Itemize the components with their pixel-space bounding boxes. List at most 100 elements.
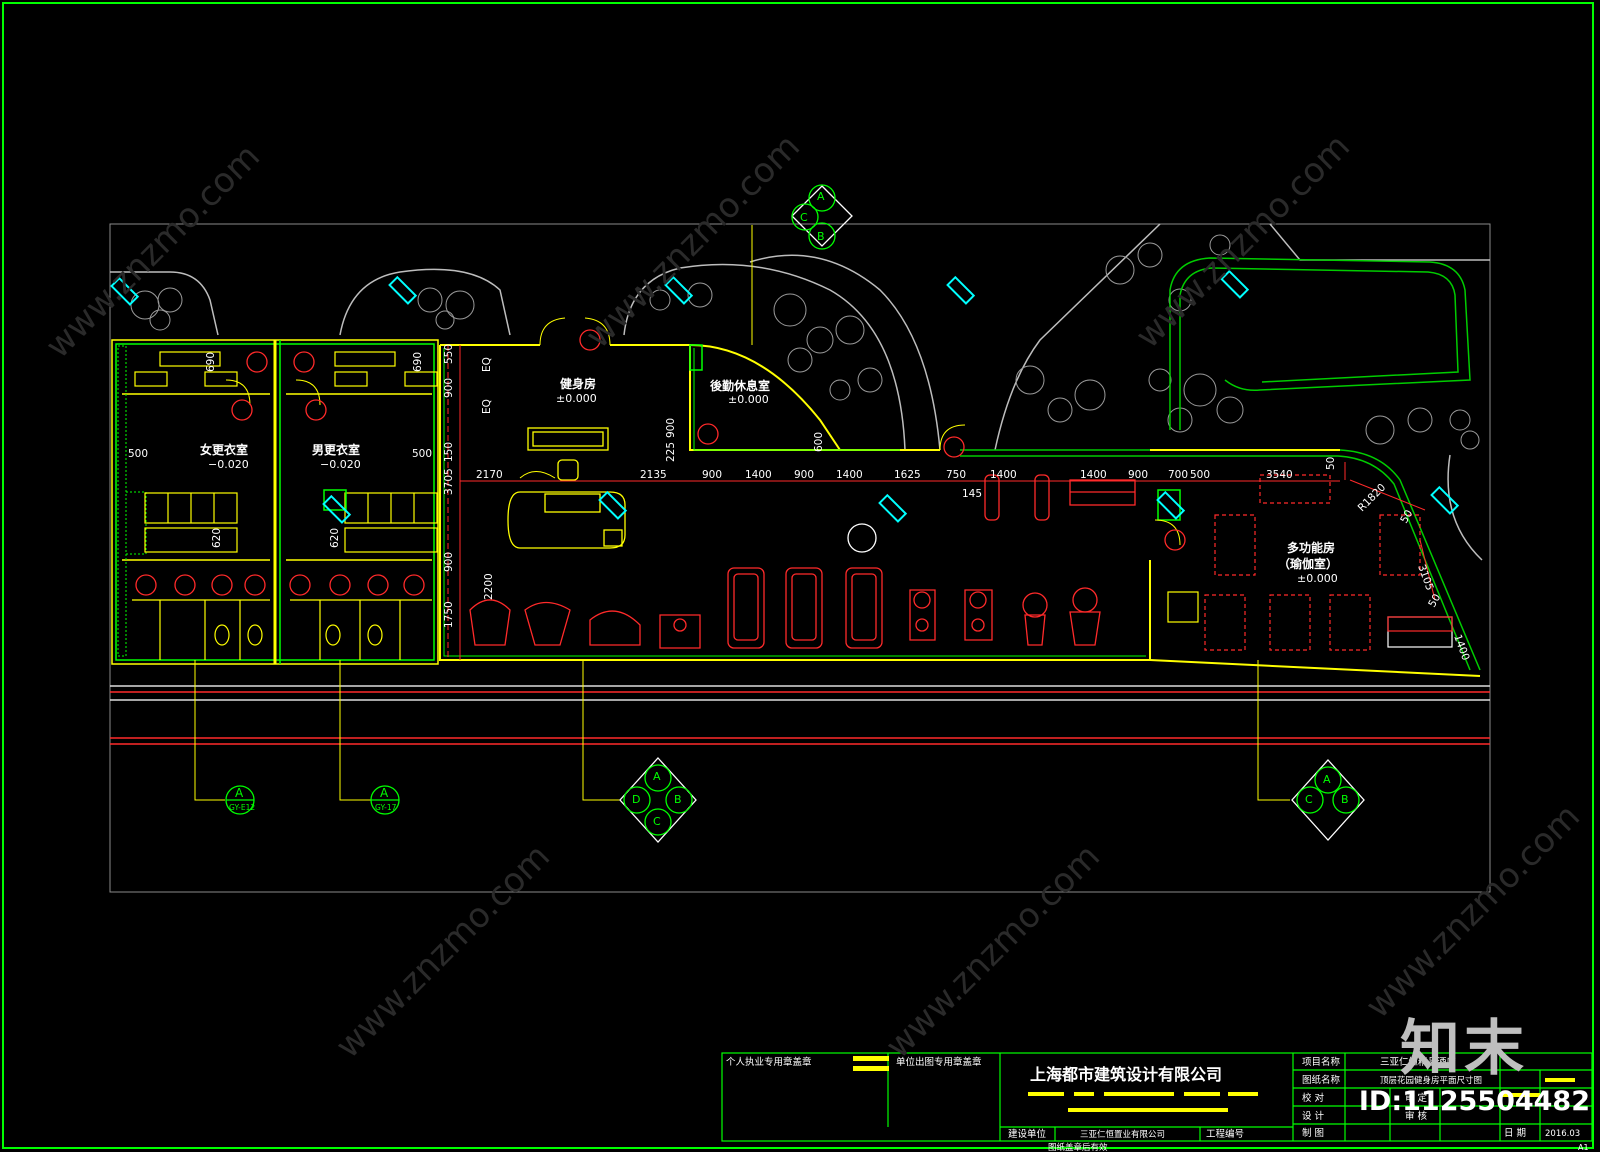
section-marker-top (791, 184, 853, 250)
dim-1400b: 1400 (836, 469, 863, 481)
dim-750: 750 (946, 469, 966, 481)
dim-145: 145 (962, 488, 982, 500)
svg-text:www.znzmo.com: www.znzmo.com (328, 836, 558, 1066)
dim-1400e: 1400 (1451, 633, 1471, 662)
mid-marker-c: C (653, 815, 661, 828)
design-label: 设 计 (1302, 1110, 1325, 1122)
svg-text:www.znzmo.com: www.znzmo.com (38, 136, 268, 366)
mid-marker-d: D (632, 793, 640, 806)
marker-ref-1: GY-E12 (229, 803, 255, 812)
company-name: 上海都市建筑设计有限公司 (1030, 1065, 1222, 1084)
mid-marker-b: B (674, 793, 682, 806)
top-marker-b: B (817, 230, 825, 243)
dim-900b: 900 (794, 469, 814, 481)
dim-1400d: 1400 (1080, 469, 1107, 481)
dim-690a: 690 (205, 352, 217, 372)
gym-walls (439, 344, 1481, 677)
light-fixtures (110, 269, 1460, 524)
equipment-tags (135, 329, 1186, 596)
right-marker-c: C (1305, 793, 1313, 806)
marker-ref-2: GY-17 (375, 803, 397, 812)
dim-900c: 900 (1128, 469, 1148, 481)
dimension-labels: 2170 2135 900 1400 900 1400 1625 750 140… (128, 344, 1472, 662)
locker-walls (111, 339, 439, 665)
watermark-id: ID:1125504482 (1358, 1086, 1590, 1117)
top-marker-c: C (800, 211, 808, 224)
dim-v-550: 550 (443, 344, 455, 364)
project-value: 三亚仁恒精品酒店 (1380, 1056, 1456, 1068)
svg-text:www.znzmo.com: www.znzmo.com (1358, 796, 1588, 1026)
dim-700: 700 (1168, 469, 1188, 481)
dim-900d: 900 (665, 418, 677, 438)
dim-620a: 620 (211, 528, 223, 548)
right-marker-a: A (1323, 773, 1331, 786)
client-label: 建设单位 (1008, 1128, 1047, 1140)
dim-r1820: R1820 (1356, 482, 1389, 515)
personal-stamp-label: 个人执业专用章盖章 (726, 1056, 812, 1068)
top-marker-a: A (817, 190, 825, 203)
dim-50a: 50 (1325, 457, 1337, 470)
section-marker-small (225, 523, 877, 815)
room-female-locker-level: −0.020 (208, 458, 249, 471)
room-multi-level: ±0.000 (1297, 572, 1338, 585)
dim-690b: 690 (412, 352, 424, 372)
room-multi-2: （瑜伽室） (1278, 556, 1338, 571)
marker-a-label-2: A (380, 786, 389, 800)
dim-600: 600 (813, 432, 825, 452)
dim-v-2200: 2200 (483, 573, 495, 600)
yoga-bench (1387, 616, 1453, 648)
room-female-locker: 女更衣室 (200, 442, 248, 457)
section-marker-mid (619, 757, 697, 843)
dim-50c: 50 (1426, 592, 1443, 610)
dim-v-900b: 900 (443, 552, 455, 572)
garden-path (960, 257, 1481, 671)
landscape-outlines (110, 223, 1490, 561)
mid-marker-a: A (653, 770, 661, 783)
dim-500b: 500 (412, 448, 432, 460)
room-staff-rest-level: ±0.000 (728, 393, 769, 406)
room-gym: 健身房 (560, 376, 596, 391)
project-no-label: 工程编号 (1206, 1128, 1244, 1140)
drawing-value: 顶层花园健身房平面尺寸图 (1380, 1075, 1482, 1086)
room-staff-rest: 後勤休息室 (710, 378, 770, 393)
drawing-label: 图纸名称 (1302, 1074, 1341, 1086)
dim-1400a: 1400 (745, 469, 772, 481)
road-lines (110, 685, 1490, 745)
door-swings (225, 317, 1181, 546)
room-multi: 多功能房 (1287, 540, 1335, 555)
dim-500a: 500 (128, 448, 148, 460)
hatched-wall-2 (125, 491, 147, 555)
svg-text:www.znzmo.com: www.znzmo.com (878, 836, 1108, 1066)
svg-text:www.znzmo.com: www.znzmo.com (1128, 126, 1358, 356)
toilet-stalls (132, 599, 432, 660)
marker-a-label-1: A (235, 786, 244, 800)
dim-225: 225 (665, 442, 677, 462)
title-block-lines (721, 1052, 1593, 1142)
audit-label: 审 核 (1405, 1110, 1428, 1122)
section-marker-right (1291, 759, 1365, 841)
yoga-mats (1204, 474, 1421, 651)
locker-fixtures (134, 351, 438, 553)
dim-1625: 1625 (894, 469, 921, 481)
dim-2135: 2135 (640, 469, 667, 481)
dim-v-1750: 1750 (443, 601, 455, 628)
client-value: 三亚仁恒置业有限公司 (1080, 1129, 1165, 1140)
yoga-bench-red (1387, 616, 1453, 632)
dim-eq2: EQ (481, 399, 493, 414)
project-label: 项目名称 (1302, 1056, 1341, 1068)
dim-2170: 2170 (476, 469, 503, 481)
diagonal-watermarks: www.znzmo.com www.znzmo.com www.znzmo.co… (38, 126, 1588, 1066)
hatched-wall (117, 345, 127, 657)
sheet-size: A1 (1578, 1143, 1589, 1152)
footer-note: 图纸盖章后有效 (1048, 1142, 1108, 1152)
watermark-logo: 知末 (1400, 1014, 1528, 1084)
dim-500: 500 (1190, 469, 1210, 481)
room-gym-level: ±0.000 (556, 392, 597, 405)
dim-1400c: 1400 (990, 469, 1017, 481)
yoga-chair (1167, 591, 1199, 623)
dim-620b: 620 (329, 528, 341, 548)
dim-v-3705: 3705 (443, 468, 455, 495)
right-marker-b: B (1341, 793, 1349, 806)
dim-900a: 900 (702, 469, 722, 481)
